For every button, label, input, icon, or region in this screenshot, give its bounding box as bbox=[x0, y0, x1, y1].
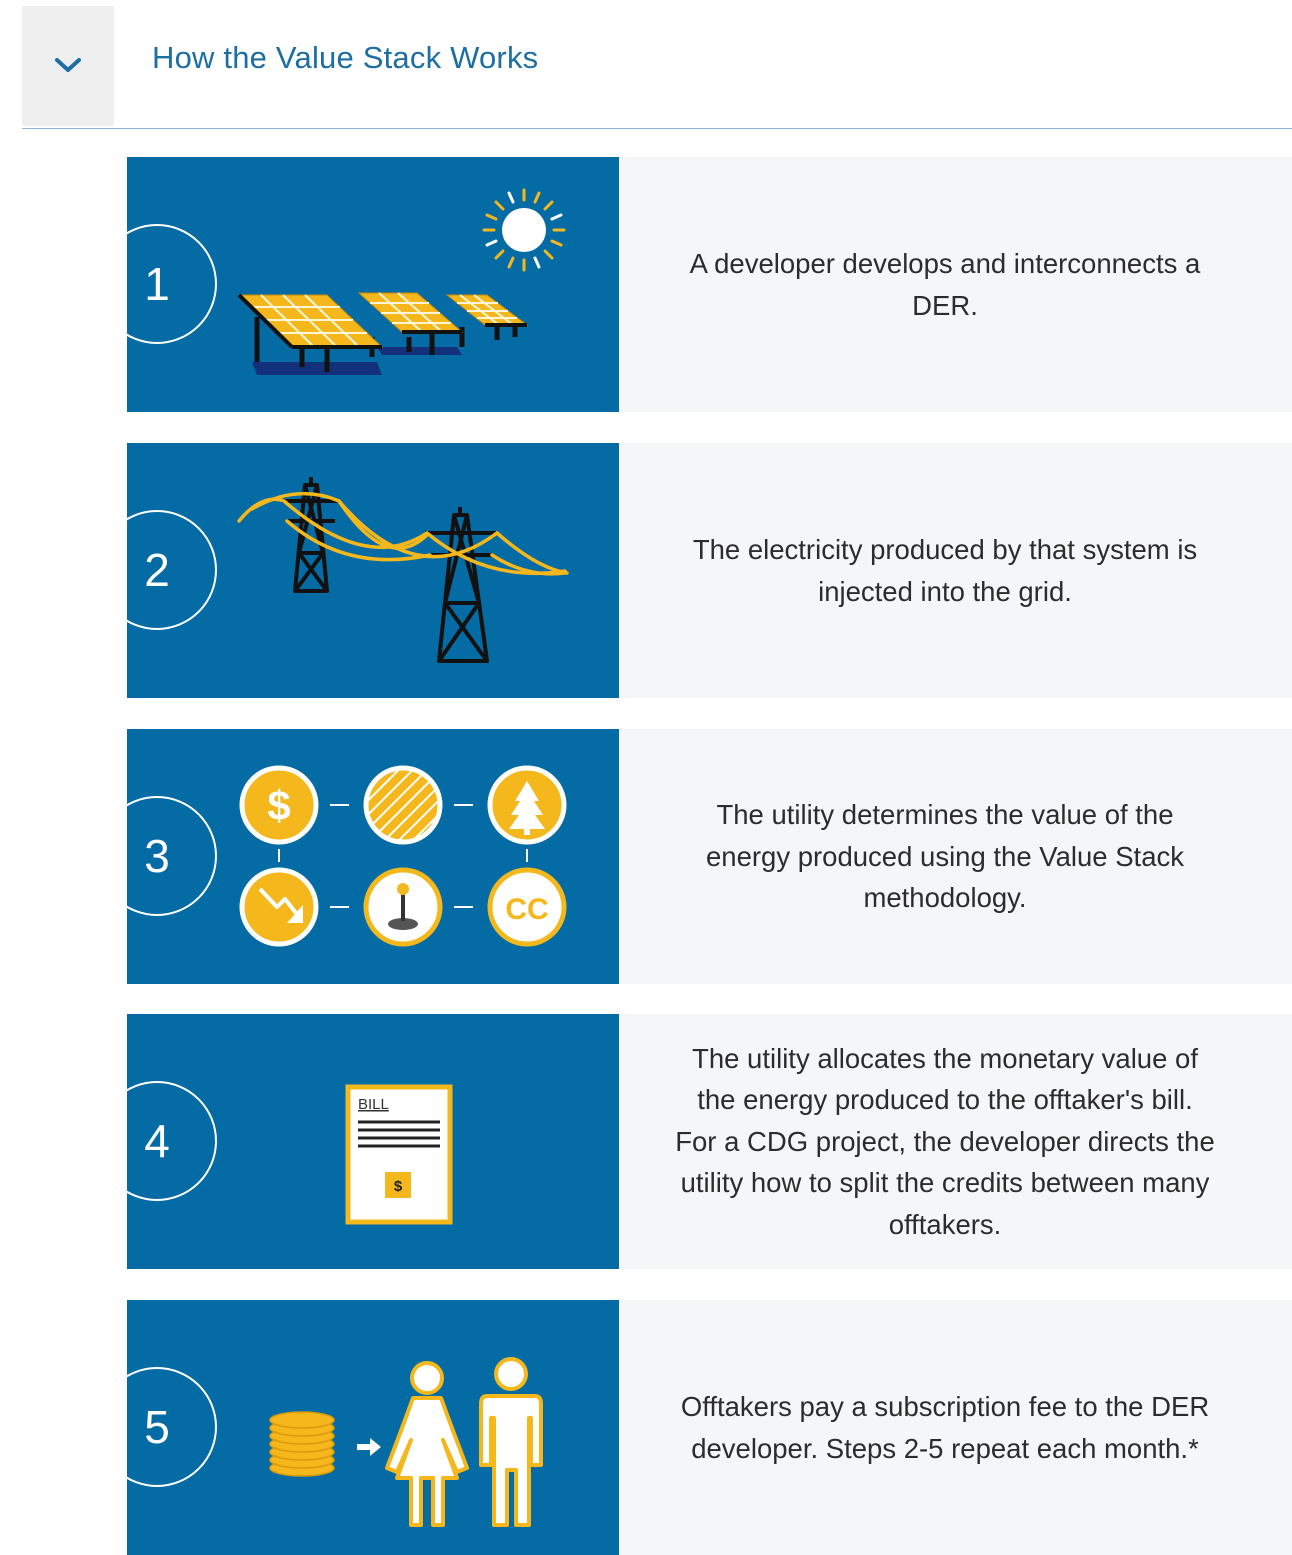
accordion-header[interactable]: How the Value Stack Works bbox=[22, 6, 1292, 129]
tree-icon bbox=[509, 781, 545, 835]
step-3-illustration: $ CC 3 bbox=[127, 729, 619, 984]
cc-icon: CC bbox=[505, 893, 548, 926]
step-number-badge: 5 bbox=[127, 1367, 217, 1487]
accordion-toggle-button[interactable] bbox=[22, 6, 114, 126]
arrow-right-icon bbox=[357, 1438, 381, 1456]
power-lines-icon bbox=[237, 477, 569, 663]
step-description: The utility determines the value of the … bbox=[705, 799, 1184, 914]
woman-icon bbox=[385, 1361, 469, 1527]
value-stack-icons: $ CC bbox=[239, 765, 567, 947]
svg-text:$: $ bbox=[394, 1178, 403, 1195]
step-2: 2 The electricity produced by that syste… bbox=[127, 443, 1292, 698]
dollar-icon: $ bbox=[267, 782, 290, 829]
step-4-illustration: BILL $ 4 bbox=[127, 1014, 619, 1269]
step-description: A developer develops and interconnects a… bbox=[689, 248, 1201, 321]
step-1-illustration: 1 bbox=[127, 157, 619, 412]
section-title[interactable]: How the Value Stack Works bbox=[152, 40, 539, 75]
step-2-illustration: 2 bbox=[127, 443, 619, 698]
step-3: $ CC 3 The utility determines the value … bbox=[127, 729, 1292, 984]
step-5-illustration: 5 bbox=[127, 1300, 619, 1555]
man-icon bbox=[479, 1357, 543, 1527]
chevron-down-icon bbox=[55, 58, 81, 72]
joystick-icon bbox=[388, 883, 418, 930]
trend-down-icon bbox=[258, 887, 303, 923]
step-4: BILL $ 4 The utility allocates the monet… bbox=[127, 1014, 1292, 1269]
coins-to-people-icon bbox=[269, 1357, 543, 1527]
step-description: Offtakers pay a subscription fee to the … bbox=[680, 1391, 1210, 1464]
solar-panels-icon bbox=[237, 188, 566, 375]
step-5: 5 Offtakers pay a subscription fee to th… bbox=[127, 1300, 1292, 1555]
svg-text:BILL: BILL bbox=[358, 1096, 389, 1113]
bill-icon: BILL $ bbox=[345, 1084, 453, 1225]
step-description: The electricity produced by that system … bbox=[692, 534, 1198, 607]
step-description: The utility allocates the monetary value… bbox=[675, 1042, 1215, 1240]
coins-icon bbox=[269, 1411, 335, 1477]
step-1: 1 A developer develops and interconnects… bbox=[127, 157, 1292, 412]
